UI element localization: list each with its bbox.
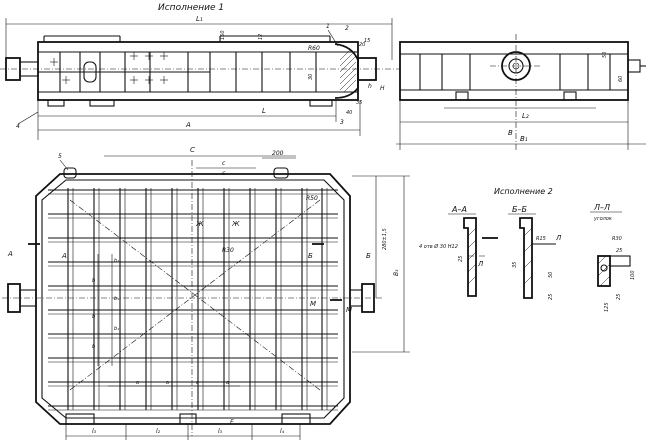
section-BB-25: 25 (548, 294, 554, 300)
section-BB-L: Л (555, 234, 562, 242)
dim-a-2: a (166, 380, 169, 386)
dim-L1: L₁ (196, 15, 203, 23)
section-LL-25b: 25 (616, 294, 622, 300)
callout-5: 5 (58, 153, 62, 160)
callout-2: 2 (345, 25, 349, 32)
section-LL-25: 25 (616, 248, 622, 254)
dim-40: 40 (346, 110, 352, 116)
dim-b1-1: b₁ (114, 258, 119, 264)
dim-r15: 15 (364, 38, 370, 44)
section-BB-R15: R15 (536, 236, 546, 242)
dim-h: h (368, 83, 372, 90)
section-A-A: А–А 4 отв Ø 30 H12 25 Л (419, 205, 498, 297)
grid-ribs (48, 188, 338, 411)
cut-A-right: А (61, 252, 67, 260)
dim-35: 35 (356, 100, 362, 106)
cut-M-left: М (310, 300, 316, 308)
plan-view: C 200 c c R50 R30 280±1,5 B₃ l₃ l₂ l₃ l₄… (2, 146, 410, 440)
cut-M-right: М (346, 306, 352, 314)
section-LL-sub: уголок (593, 216, 612, 222)
dim-H: H (380, 85, 385, 92)
dim-b1-3: b₁ (114, 326, 119, 332)
dim-12: 12 (258, 34, 264, 40)
dim-B1: B₁ (520, 135, 528, 143)
label-E: E (230, 419, 234, 426)
section-AA-note: 4 отв Ø 30 H12 (419, 243, 458, 250)
dim-30: 30 (308, 74, 314, 80)
dim-l2: l₂ (156, 428, 161, 435)
section-LL-title: Л–Л (593, 203, 610, 212)
section-BB-50: 50 (548, 272, 554, 278)
dim-200: 200 (272, 150, 284, 157)
title-execution-1: Исполнение 1 (158, 3, 224, 13)
section-BB-title: Б–Б (512, 205, 527, 214)
section-AA-L: Л (477, 260, 484, 268)
title-execution-2: Исполнение 2 (494, 187, 553, 196)
dim-c-small: c (222, 160, 226, 167)
dim-a-1: a (136, 380, 139, 386)
dim-l3b: l₃ (218, 428, 223, 435)
cut-A-left: А (7, 250, 13, 258)
dim-150: 150 (220, 30, 226, 40)
dim-l4: l₄ (280, 428, 285, 435)
dim-r20: 20 (359, 42, 365, 48)
dim-R60: R60 (308, 45, 320, 52)
dim-l3: l₃ (92, 428, 97, 435)
dim-b1-2: b₁ (114, 296, 119, 302)
dim-B3: B₃ (393, 269, 400, 276)
dim-A: A (185, 121, 191, 129)
top-view: L₁ (0, 15, 400, 140)
dim-a-4: a (226, 380, 229, 386)
dim-R50: R50 (306, 195, 318, 202)
section-LL-100: 100 (630, 270, 636, 280)
section-LL-R30: R30 (612, 236, 622, 242)
section-BB-35: 35 (512, 262, 518, 268)
dim-B: B (508, 129, 513, 137)
section-AA-title: А–А (451, 205, 467, 214)
dim-R30: R30 (222, 247, 234, 254)
dim-L2: L₂ (522, 112, 529, 120)
callout-4: 4 (16, 123, 20, 130)
cut-B-right: Б (366, 252, 371, 260)
cut-B-left: Б (308, 252, 313, 260)
dim-b-3: b (92, 344, 95, 350)
dim-C: C (190, 146, 195, 154)
dim-a-3: a (196, 380, 199, 386)
side-view: L₂ B B₁ 50 60 (396, 34, 646, 150)
section-B-B: Б–Б R15 35 50 25 Л (508, 205, 562, 300)
callout-3: 3 (340, 119, 344, 126)
dim-50: 50 (602, 52, 608, 58)
dim-c-2: c (222, 170, 226, 177)
section-AA-25: 25 (458, 256, 464, 262)
cut-Zh-right: Ж (231, 220, 240, 228)
dim-b-2: b (92, 314, 95, 320)
callout-1: 1 (326, 23, 330, 30)
section-L-L: Л–Л уголок R30 25 100 25 125 (590, 203, 636, 312)
section-LL-125: 125 (604, 302, 610, 312)
dim-60: 60 (618, 76, 624, 82)
cut-Zh-left: Ж (195, 220, 204, 228)
dim-L: L (262, 107, 266, 115)
dim-b-1: b (92, 278, 95, 284)
dim-280: 280±1,5 (382, 228, 388, 250)
